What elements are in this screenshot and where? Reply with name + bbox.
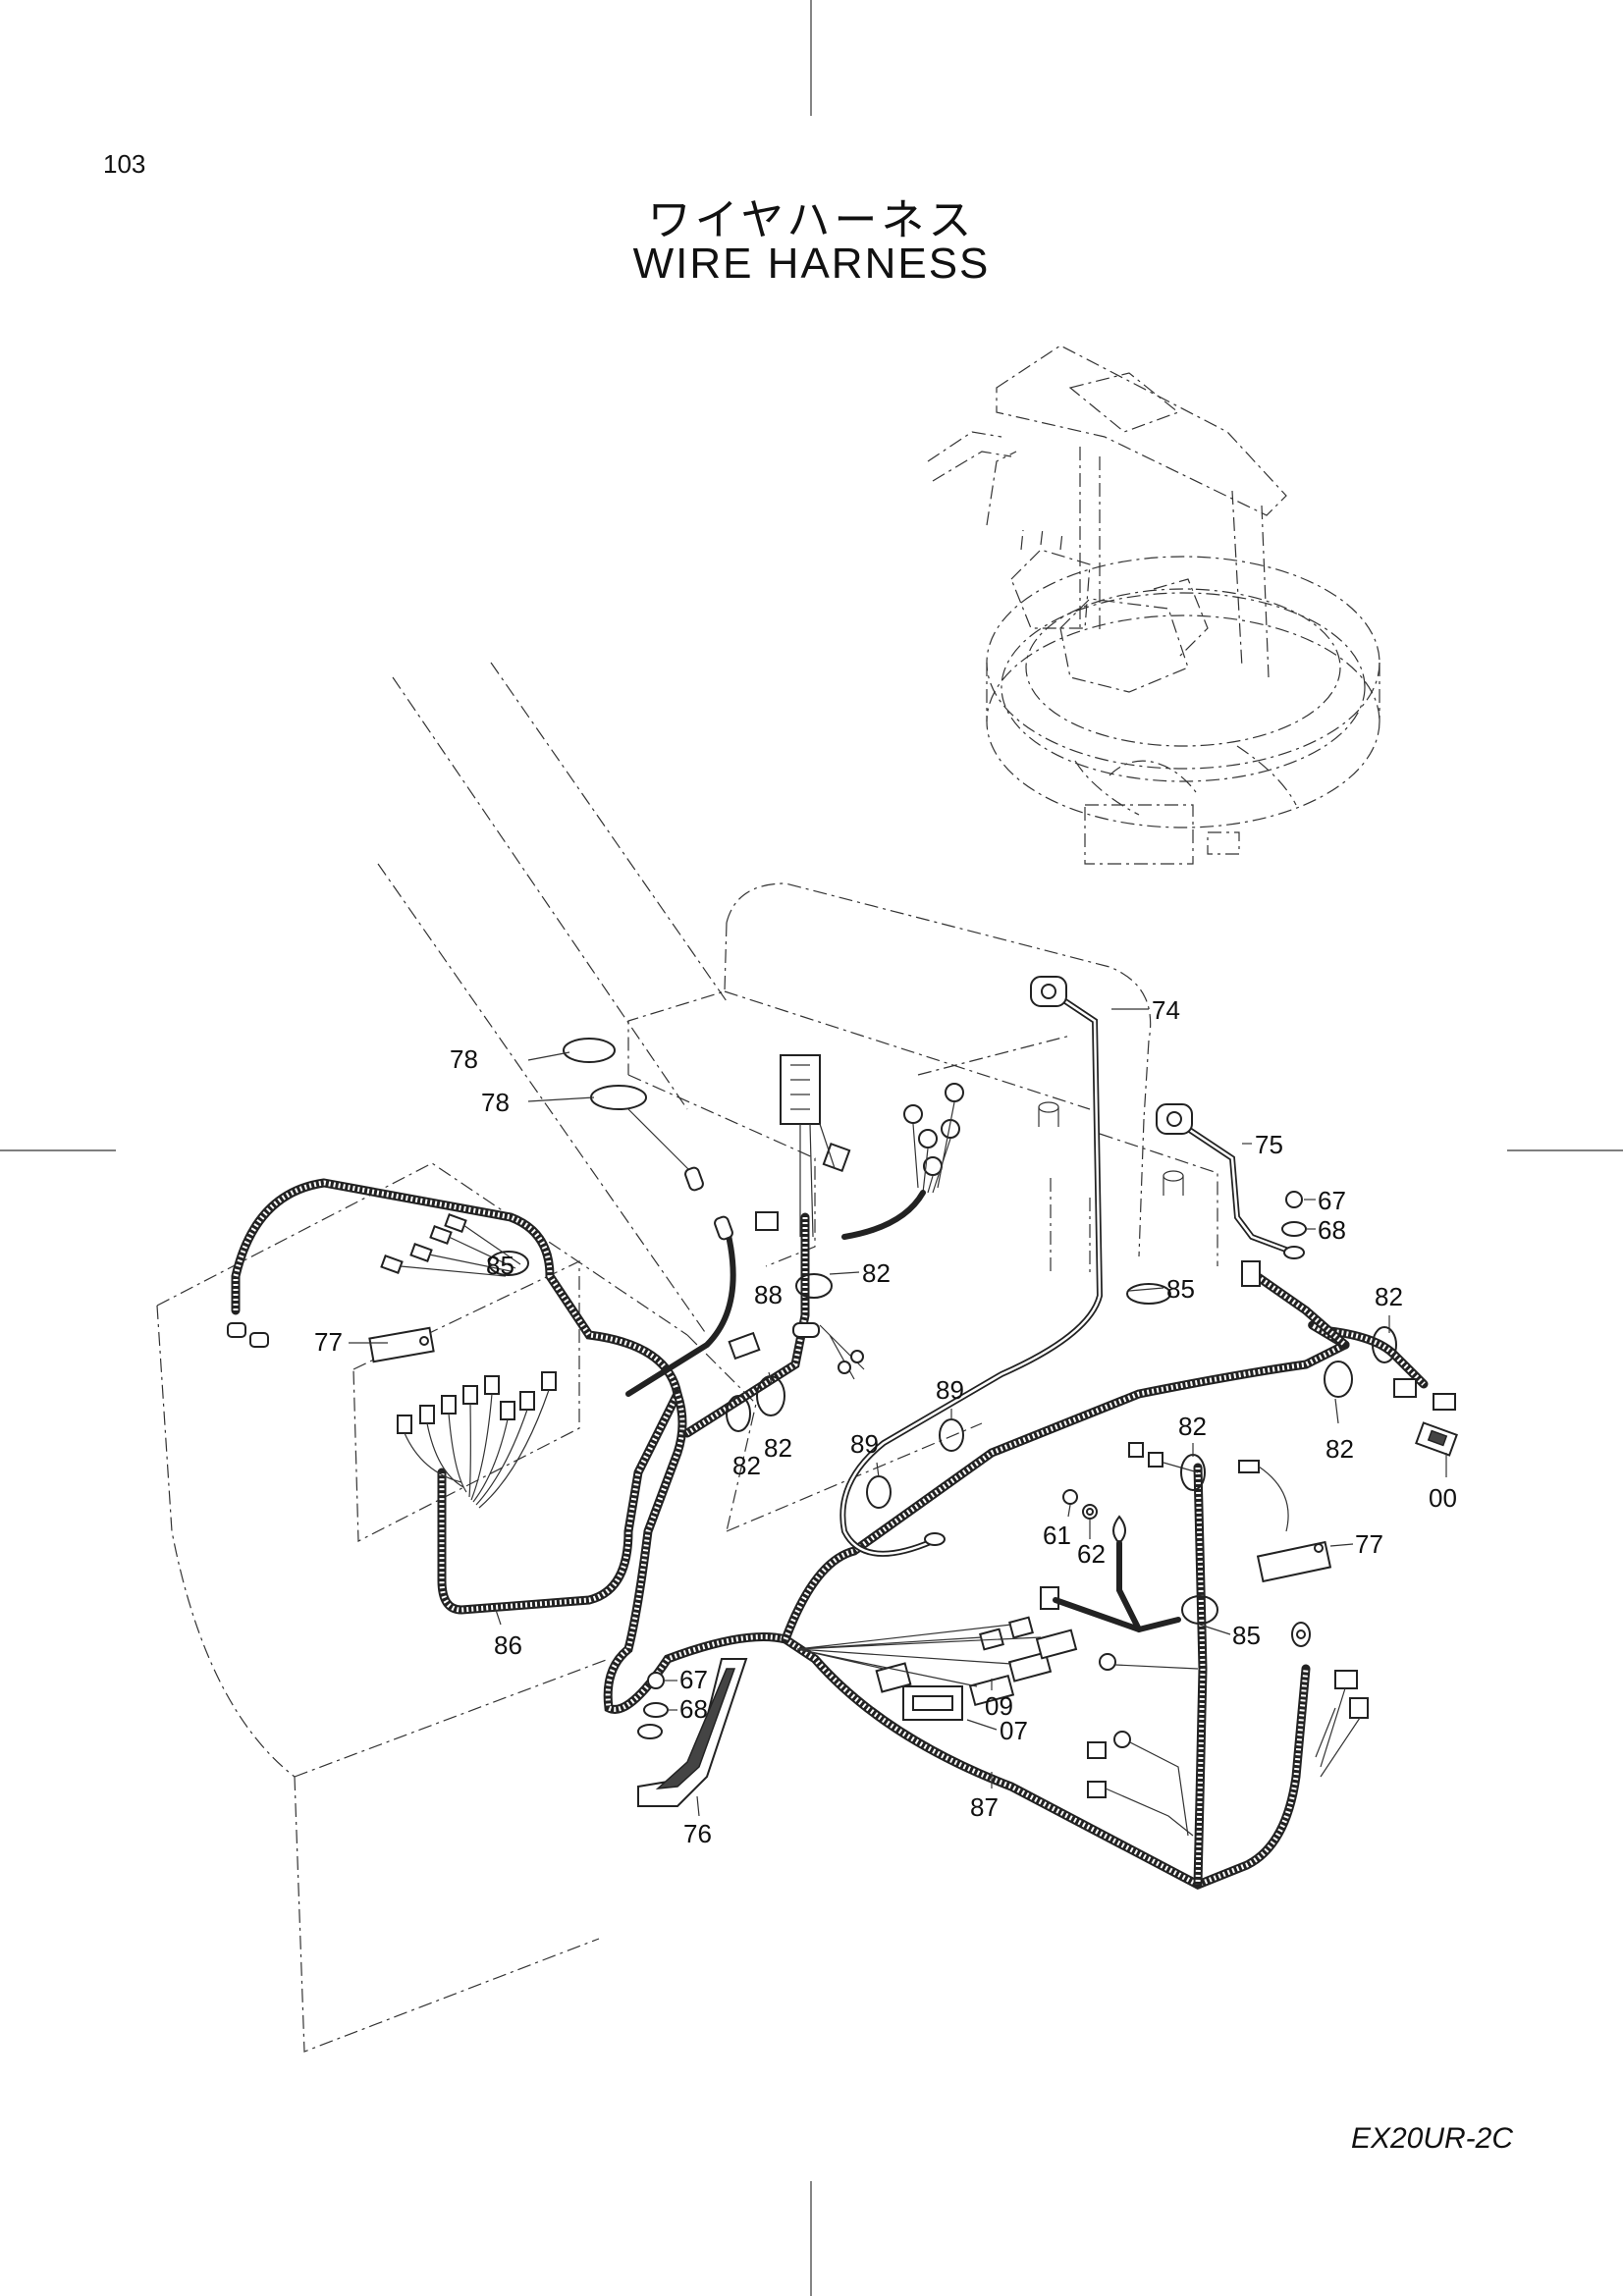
callout-86: 86 xyxy=(494,1630,522,1660)
callout-89-lower: 89 xyxy=(850,1429,879,1459)
callout-82-right-lower: 82 xyxy=(1325,1434,1354,1464)
callout-68-upper: 68 xyxy=(1318,1215,1346,1245)
callout-87: 87 xyxy=(970,1792,999,1822)
callout-77-left: 77 xyxy=(314,1327,343,1357)
callout-76: 76 xyxy=(683,1819,712,1848)
callout-82-center: 82 xyxy=(862,1258,891,1288)
callout-77-right: 77 xyxy=(1355,1529,1383,1559)
title-english: WIRE HARNESS xyxy=(632,240,991,288)
callout-67-upper: 67 xyxy=(1318,1186,1346,1215)
callout-68-lower: 68 xyxy=(679,1694,708,1724)
callout-85-upper-right: 85 xyxy=(1166,1274,1195,1304)
fuse-relay-group xyxy=(796,1616,1078,1721)
callout-09: 09 xyxy=(985,1691,1013,1721)
callout-74: 74 xyxy=(1152,995,1180,1025)
callout-85-upper-left: 85 xyxy=(486,1251,514,1280)
callout-82-left-b: 82 xyxy=(764,1433,792,1463)
leader-lines xyxy=(349,1008,1447,1817)
title-japanese: ワイヤハーネス xyxy=(647,195,976,245)
battery-cables xyxy=(839,976,1305,1557)
callout-75: 75 xyxy=(1255,1130,1283,1159)
callout-78-lower: 78 xyxy=(481,1088,510,1117)
callout-78-upper: 78 xyxy=(450,1044,478,1074)
callout-89-upper: 89 xyxy=(936,1375,964,1405)
operator-station-outline xyxy=(156,662,1218,2053)
callout-61: 61 xyxy=(1043,1521,1071,1550)
left-panel-connectors xyxy=(397,1371,557,1509)
callout-82-right-upper: 82 xyxy=(1375,1282,1403,1311)
clamps xyxy=(488,1251,1397,1625)
machine-overview-inset xyxy=(927,345,1380,865)
callout-67-lower: 67 xyxy=(679,1665,708,1694)
page-number: 103 xyxy=(103,149,146,179)
callout-85-lower: 85 xyxy=(1232,1621,1261,1650)
connectors xyxy=(227,1038,1458,1837)
callout-82-mid-right: 82 xyxy=(1178,1412,1207,1441)
callout-00: 00 xyxy=(1429,1483,1457,1513)
callout-07: 07 xyxy=(1000,1716,1028,1745)
model-code: EX20UR-2C xyxy=(1350,2122,1513,2155)
callout-labels: 74 78 78 75 67 68 82 88 85 85 82 77 89 8… xyxy=(314,995,1457,1848)
callout-82-left-a: 82 xyxy=(732,1451,761,1480)
callout-88: 88 xyxy=(754,1280,783,1309)
ground-strap xyxy=(637,1658,748,1807)
callout-62: 62 xyxy=(1077,1539,1106,1569)
harness-looms xyxy=(231,1178,1429,1890)
